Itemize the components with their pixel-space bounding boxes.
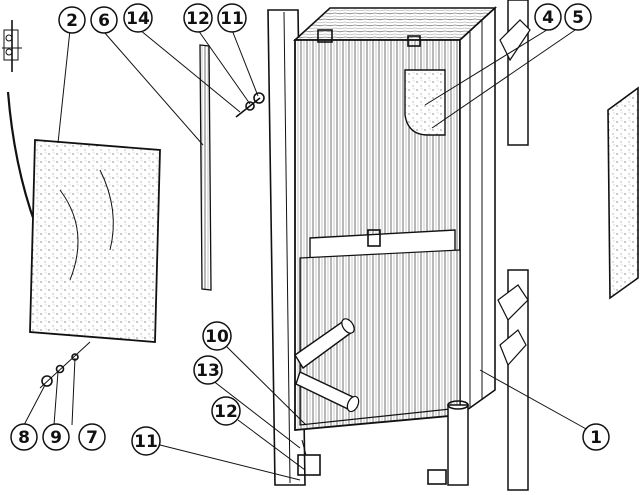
callout-1: 1 <box>582 423 610 451</box>
gasket-strip <box>199 44 212 291</box>
callout-4: 4 <box>534 3 562 31</box>
glass-panel <box>29 139 161 343</box>
callout-4-label: 4 <box>542 8 554 28</box>
callout-9-label: 9 <box>50 428 62 448</box>
callout-14-label: 14 <box>126 9 150 29</box>
enclosure-body <box>292 6 498 431</box>
callout-11-bottom-label: 11 <box>134 432 158 452</box>
callout-1-label: 1 <box>590 428 602 448</box>
callout-11-top: 11 <box>217 3 247 33</box>
inlet-tubes <box>294 318 360 413</box>
callout-8: 8 <box>10 423 38 451</box>
callout-13-label: 13 <box>196 361 220 381</box>
callout-2: 2 <box>58 6 86 34</box>
right-post <box>427 400 469 486</box>
leader-lines <box>23 27 589 481</box>
side-glass-panel <box>607 86 639 300</box>
callout-7: 7 <box>78 423 106 451</box>
callout-13: 13 <box>193 355 223 385</box>
callout-12-bottom: 12 <box>211 396 241 426</box>
callout-12-top: 12 <box>183 3 213 33</box>
screw-set-top <box>235 92 265 118</box>
callout-9: 9 <box>42 423 70 451</box>
right-wall-column <box>497 0 531 491</box>
callout-6-label: 6 <box>98 11 110 31</box>
callout-11-bottom: 11 <box>131 426 161 456</box>
callout-10-label: 10 <box>205 327 229 347</box>
top-left-bracket <box>2 20 22 72</box>
callout-7-label: 7 <box>86 428 98 448</box>
callout-6: 6 <box>90 6 118 34</box>
screw-set-bottom-left <box>39 341 91 389</box>
callout-5-label: 5 <box>572 8 584 28</box>
callout-11-top-label: 11 <box>220 9 244 29</box>
callout-8-label: 8 <box>18 428 30 448</box>
callout-14: 14 <box>123 3 153 33</box>
callout-2-label: 2 <box>66 11 78 31</box>
callout-12-bottom-label: 12 <box>214 402 238 422</box>
callout-12-top-label: 12 <box>186 9 210 29</box>
callout-5: 5 <box>564 3 592 31</box>
callout-10: 10 <box>202 321 232 351</box>
